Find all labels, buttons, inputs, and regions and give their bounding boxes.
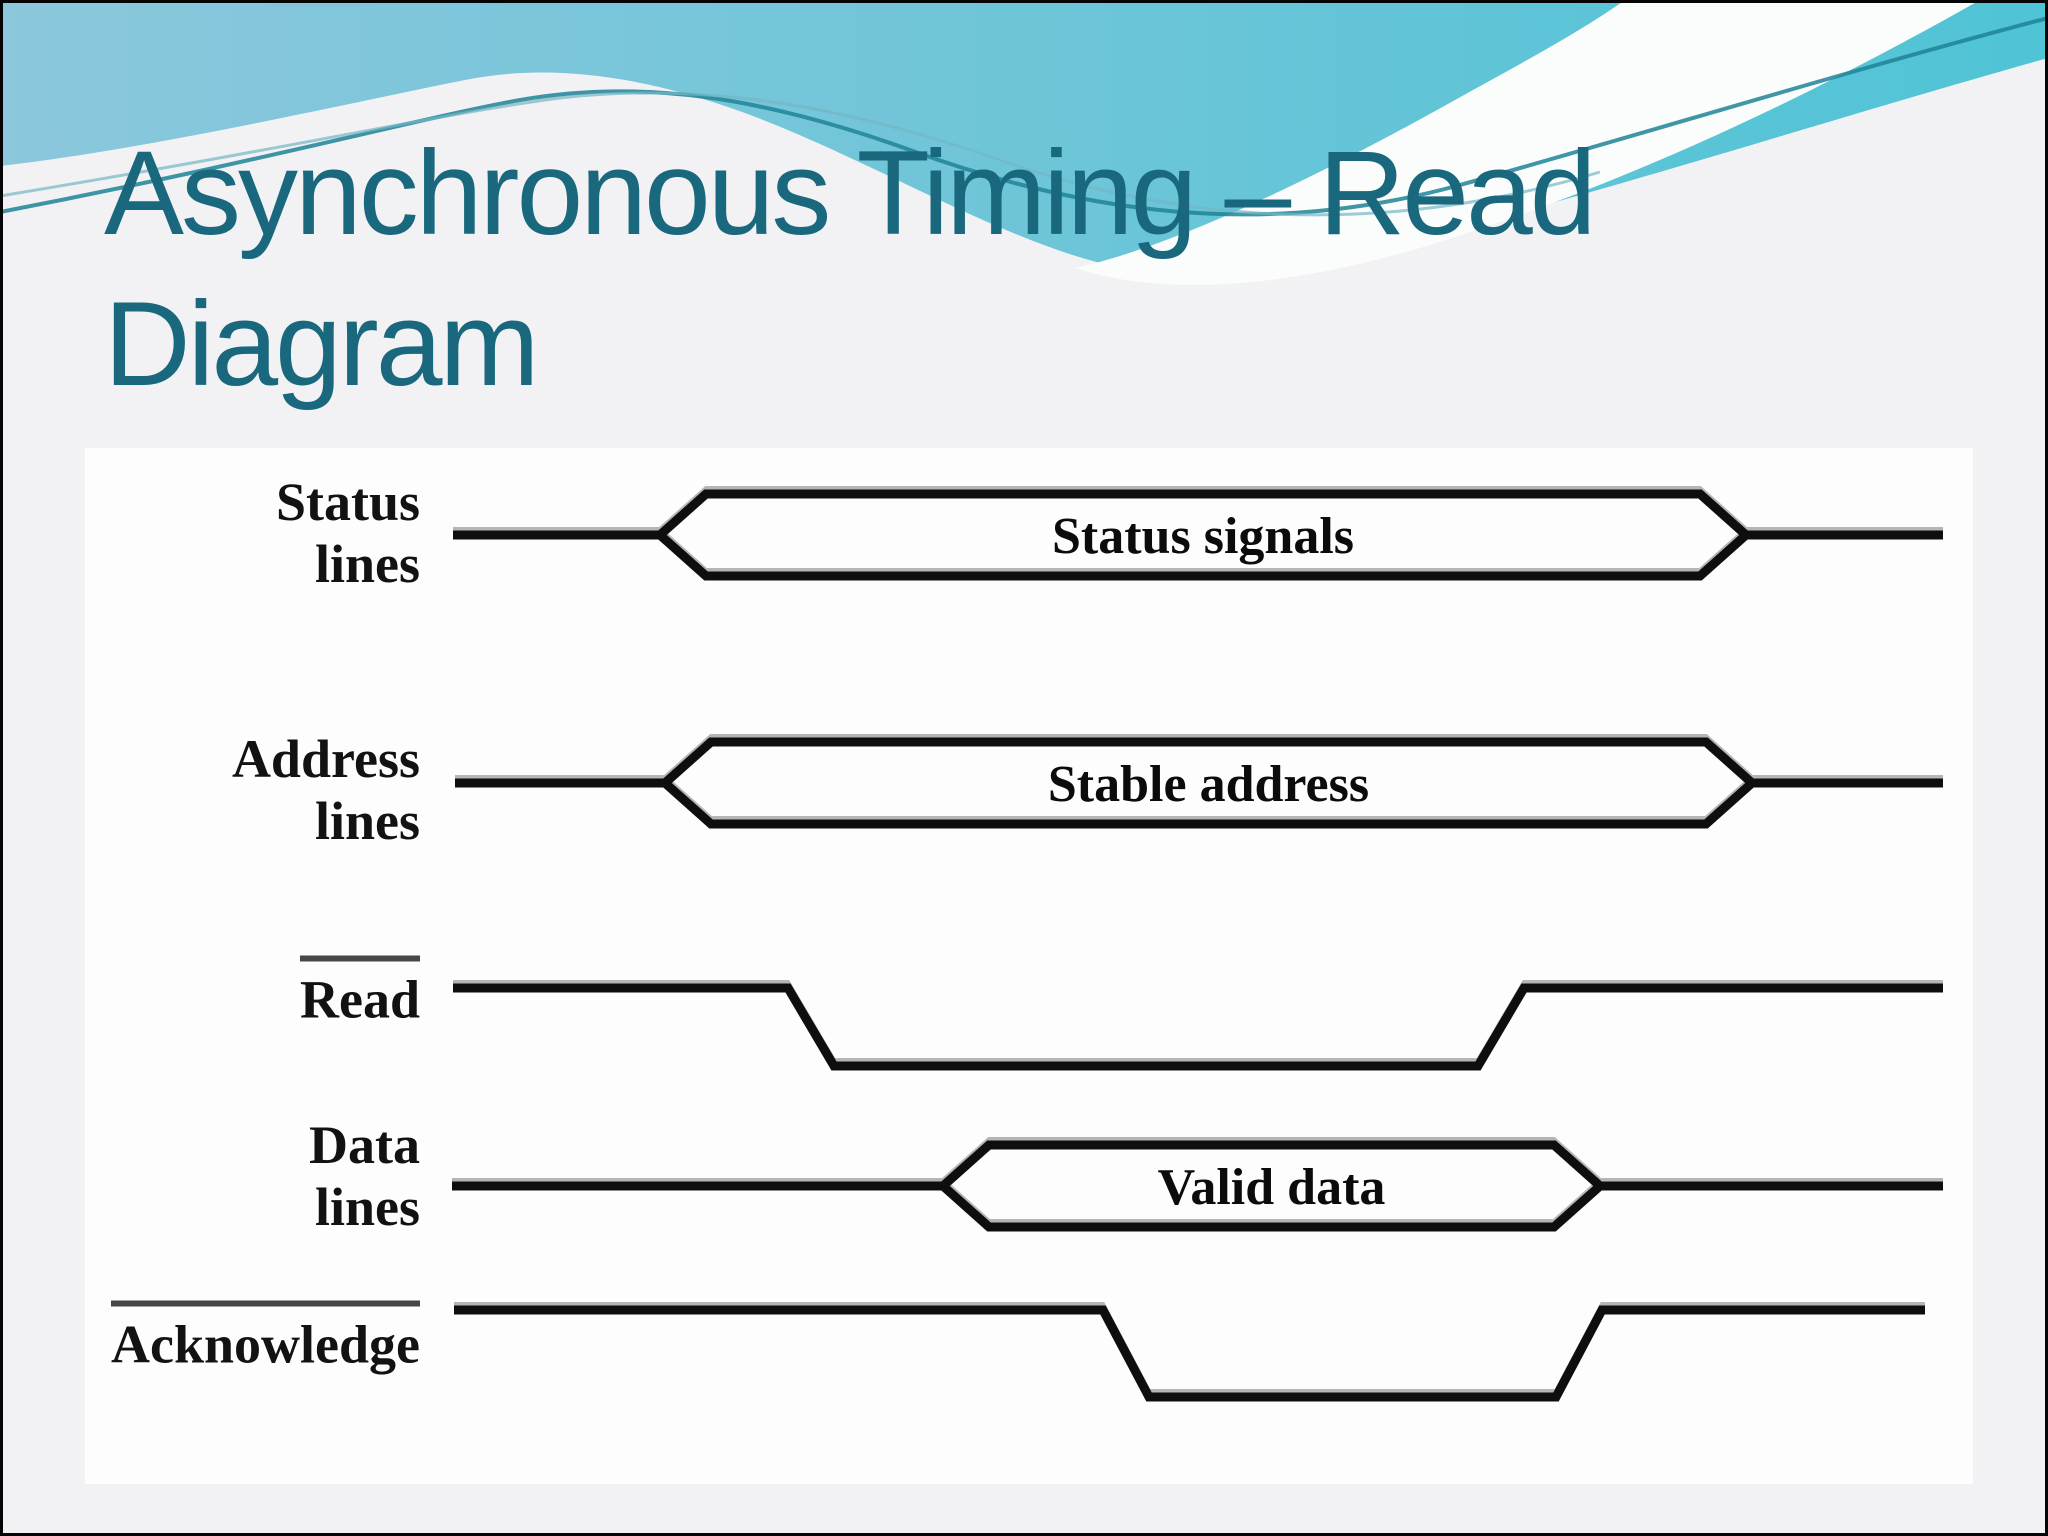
signal-waveform-address: Stable address [455,734,1943,829]
header-wave-decoration [0,0,2048,285]
thin-wave-line-light [0,91,1601,217]
bus-value-text-status: Status signals [1052,508,1354,565]
signal-waveform-read [453,980,1943,1071]
signal-waveform-acknowledge [454,1302,1925,1402]
bus-value-text-data: Valid data [1158,1159,1386,1216]
page-title: Asynchronous Timing – Read Diagram [104,118,1596,420]
signal-waveform-status: Status signals [453,486,1943,581]
bus-value-text-address: Stable address [1048,756,1369,813]
signal-waveform-data: Valid data [452,1137,1943,1232]
title-line-2: Diagram [104,277,539,411]
title-line-1: Asynchronous Timing – Read [104,126,1596,260]
